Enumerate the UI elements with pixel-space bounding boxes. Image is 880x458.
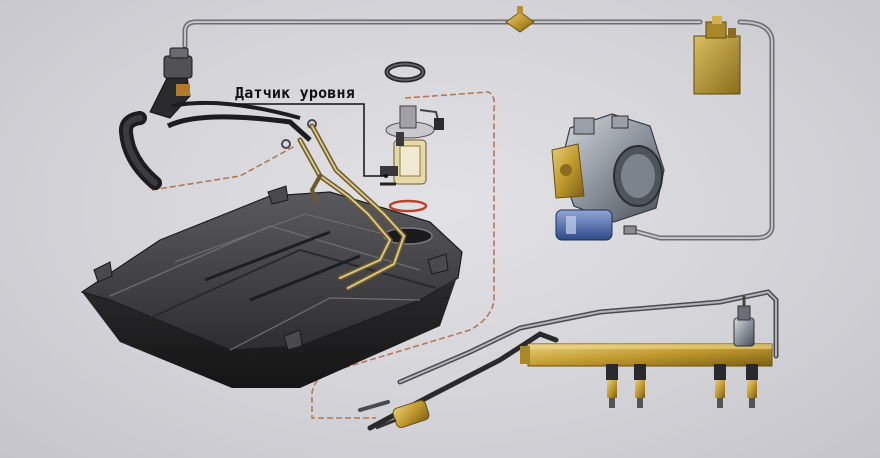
vapor-line bbox=[182, 19, 775, 241]
hose-clamp-icon bbox=[623, 225, 637, 235]
filler-neck-icon bbox=[118, 47, 312, 190]
throttle-body-icon bbox=[551, 113, 665, 241]
fuel-pump-module-icon bbox=[380, 105, 444, 186]
fuel-rail-icon bbox=[520, 343, 773, 367]
check-valve-icon bbox=[505, 6, 535, 33]
sealing-ring-icon bbox=[384, 61, 426, 83]
canister-icon bbox=[693, 16, 741, 95]
callout-leader bbox=[238, 103, 386, 177]
fuel-filter-icon bbox=[375, 400, 430, 430]
fuel-tank-icon bbox=[80, 185, 463, 388]
tank-fuel-lines bbox=[297, 123, 407, 291]
pressure-regulator-icon bbox=[733, 296, 755, 347]
fuel-injector-icon bbox=[606, 364, 758, 408]
level-sensor-label: Датчик уровня bbox=[235, 84, 355, 102]
return-line-dashed bbox=[151, 91, 496, 419]
o-ring-icon bbox=[388, 199, 428, 213]
